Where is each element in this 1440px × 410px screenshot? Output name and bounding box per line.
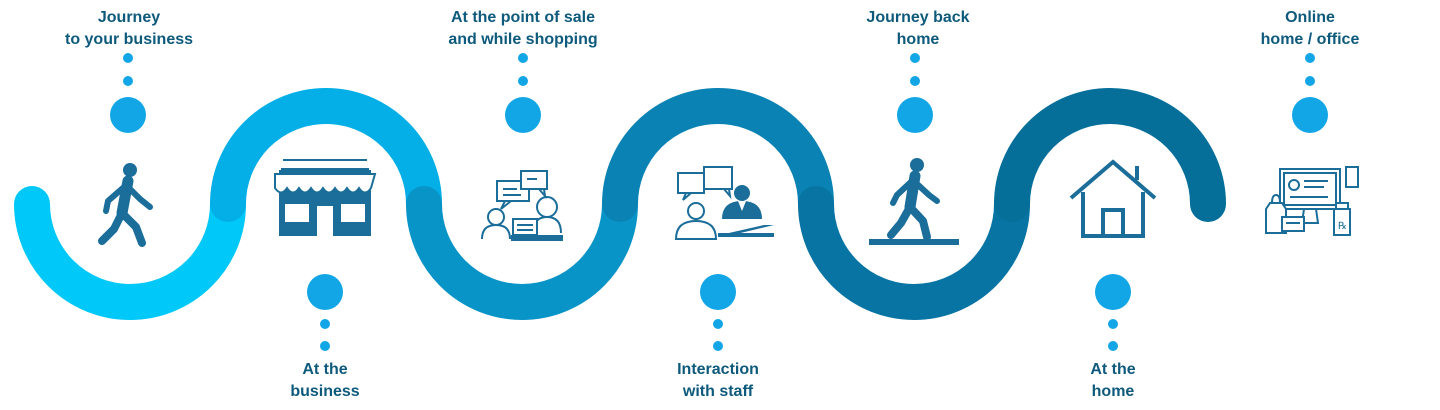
connector-small-dot [320, 341, 330, 351]
walking-person-icon [98, 163, 153, 247]
connector-small-dot [1305, 76, 1315, 86]
connector-small-dot [518, 76, 528, 86]
wave-segment [406, 186, 638, 320]
connector-small-dot [910, 53, 920, 63]
connector-small-dot [713, 319, 723, 329]
wave-segment [14, 186, 246, 320]
online-devices-icon: ℞ [1265, 166, 1359, 236]
connector-large-dot [505, 97, 541, 133]
wave-segment [602, 88, 834, 222]
connector-large-dot [1292, 97, 1328, 133]
wave-segment [994, 88, 1226, 222]
connector-large-dot [700, 274, 736, 310]
stage-label-journey-to-business: Journey to your business [64, 9, 194, 48]
wave-segment [210, 88, 442, 222]
point-of-sale-chat-icon [481, 170, 563, 241]
connector-small-dot [713, 341, 723, 351]
connector-small-dot [1108, 341, 1118, 351]
stage-label-journey-back-home: Journey back home [866, 9, 970, 48]
connector-small-dot [320, 319, 330, 329]
connector-small-dot [518, 53, 528, 63]
connector-large-dot [897, 97, 933, 133]
connector-small-dot [910, 76, 920, 86]
journey-wave-path [14, 88, 1226, 320]
stage-label-interaction-with-staff: Interaction with staff [677, 361, 759, 400]
house-icon [1069, 159, 1157, 238]
connector-small-dot [123, 76, 133, 86]
connector-small-dot [1108, 319, 1118, 329]
stage-label-at-the-home: At the home [1090, 361, 1136, 400]
stage-label-point-of-sale: At the point of sale and while shopping [448, 9, 598, 48]
wave-segment [798, 186, 1030, 320]
connector-small-dot [1305, 53, 1315, 63]
staff-conversation-icon [674, 166, 774, 240]
connector-large-dot [1095, 274, 1131, 310]
connector-large-dot [110, 97, 146, 133]
storefront-icon [274, 159, 377, 236]
connector-small-dot [123, 53, 133, 63]
svg-text:℞: ℞ [1338, 221, 1347, 232]
walking-home-icon [869, 158, 959, 245]
connector-large-dot [307, 274, 343, 310]
stage-label-online-home-office: Online home / office [1260, 9, 1360, 48]
stage-label-at-the-business: At the business [290, 361, 360, 400]
stage-connectors [110, 53, 1328, 351]
